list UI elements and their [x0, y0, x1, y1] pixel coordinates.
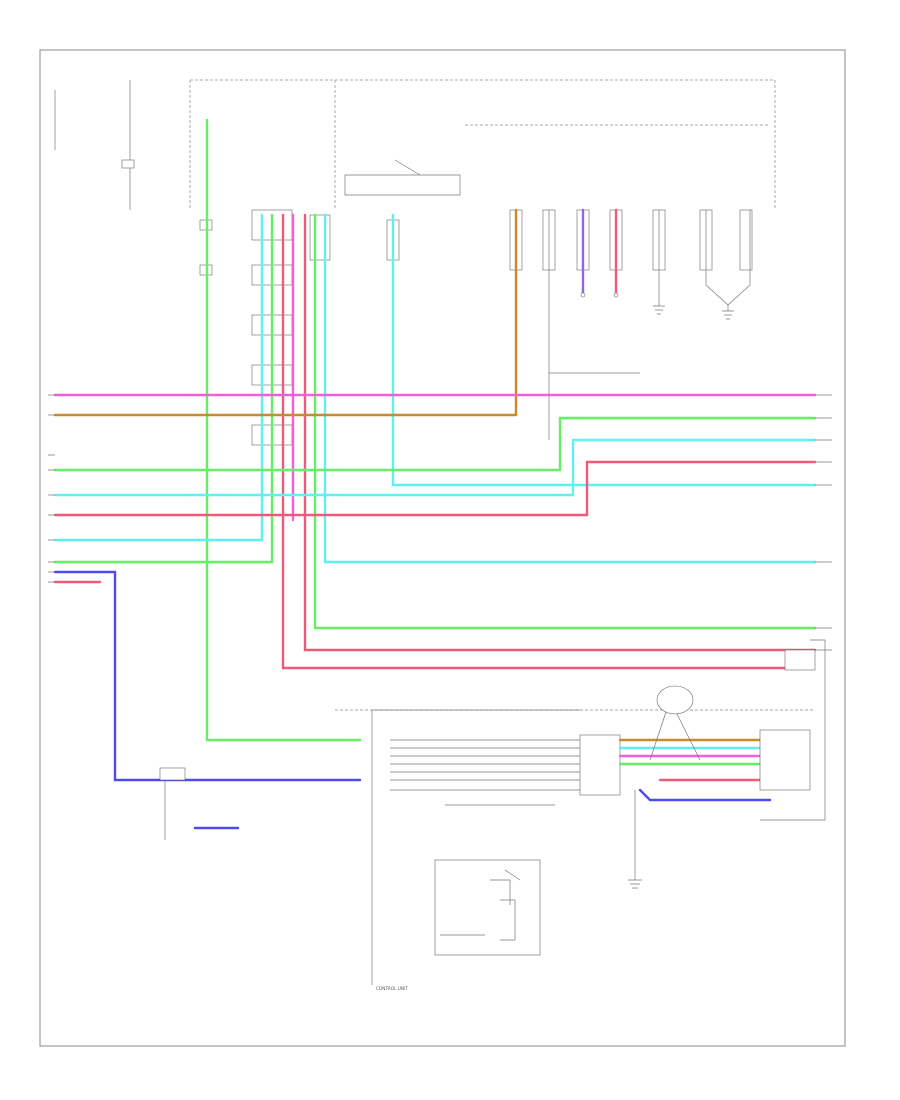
wire-blue-h: [53, 570, 362, 782]
window-switch: [434, 859, 541, 956]
control-unit-label: CONTROL UNIT: [376, 986, 408, 991]
left-terminals: [48, 394, 55, 583]
ground-points: [580, 292, 734, 889]
diagram-frame: [39, 49, 846, 1047]
wire-green-h1: [53, 416, 817, 472]
wire-green-v3: [313, 213, 817, 630]
wire-red-v1: [281, 213, 787, 670]
wire-green-v1: [205, 118, 362, 742]
horizontal-wires: [53, 393, 817, 782]
wire-red-h1: [53, 460, 817, 517]
right-terminals: [815, 394, 832, 651]
fuse-box-area: [54, 79, 776, 210]
wire-red-v2: [303, 213, 817, 652]
top-components: [121, 159, 753, 446]
control-unit: CONTROL UNIT: [335, 709, 815, 991]
vertical-wires: [53, 118, 817, 742]
wire-cyan-v2: [323, 213, 817, 564]
wire-cyan-v3: [391, 213, 817, 487]
wire-green-v2: [53, 213, 274, 564]
wire-cyan-v1: [53, 213, 264, 542]
lower-left-components: [159, 767, 240, 840]
right-switch-wires: [618, 639, 826, 821]
wire-cyan-h1: [53, 438, 817, 497]
